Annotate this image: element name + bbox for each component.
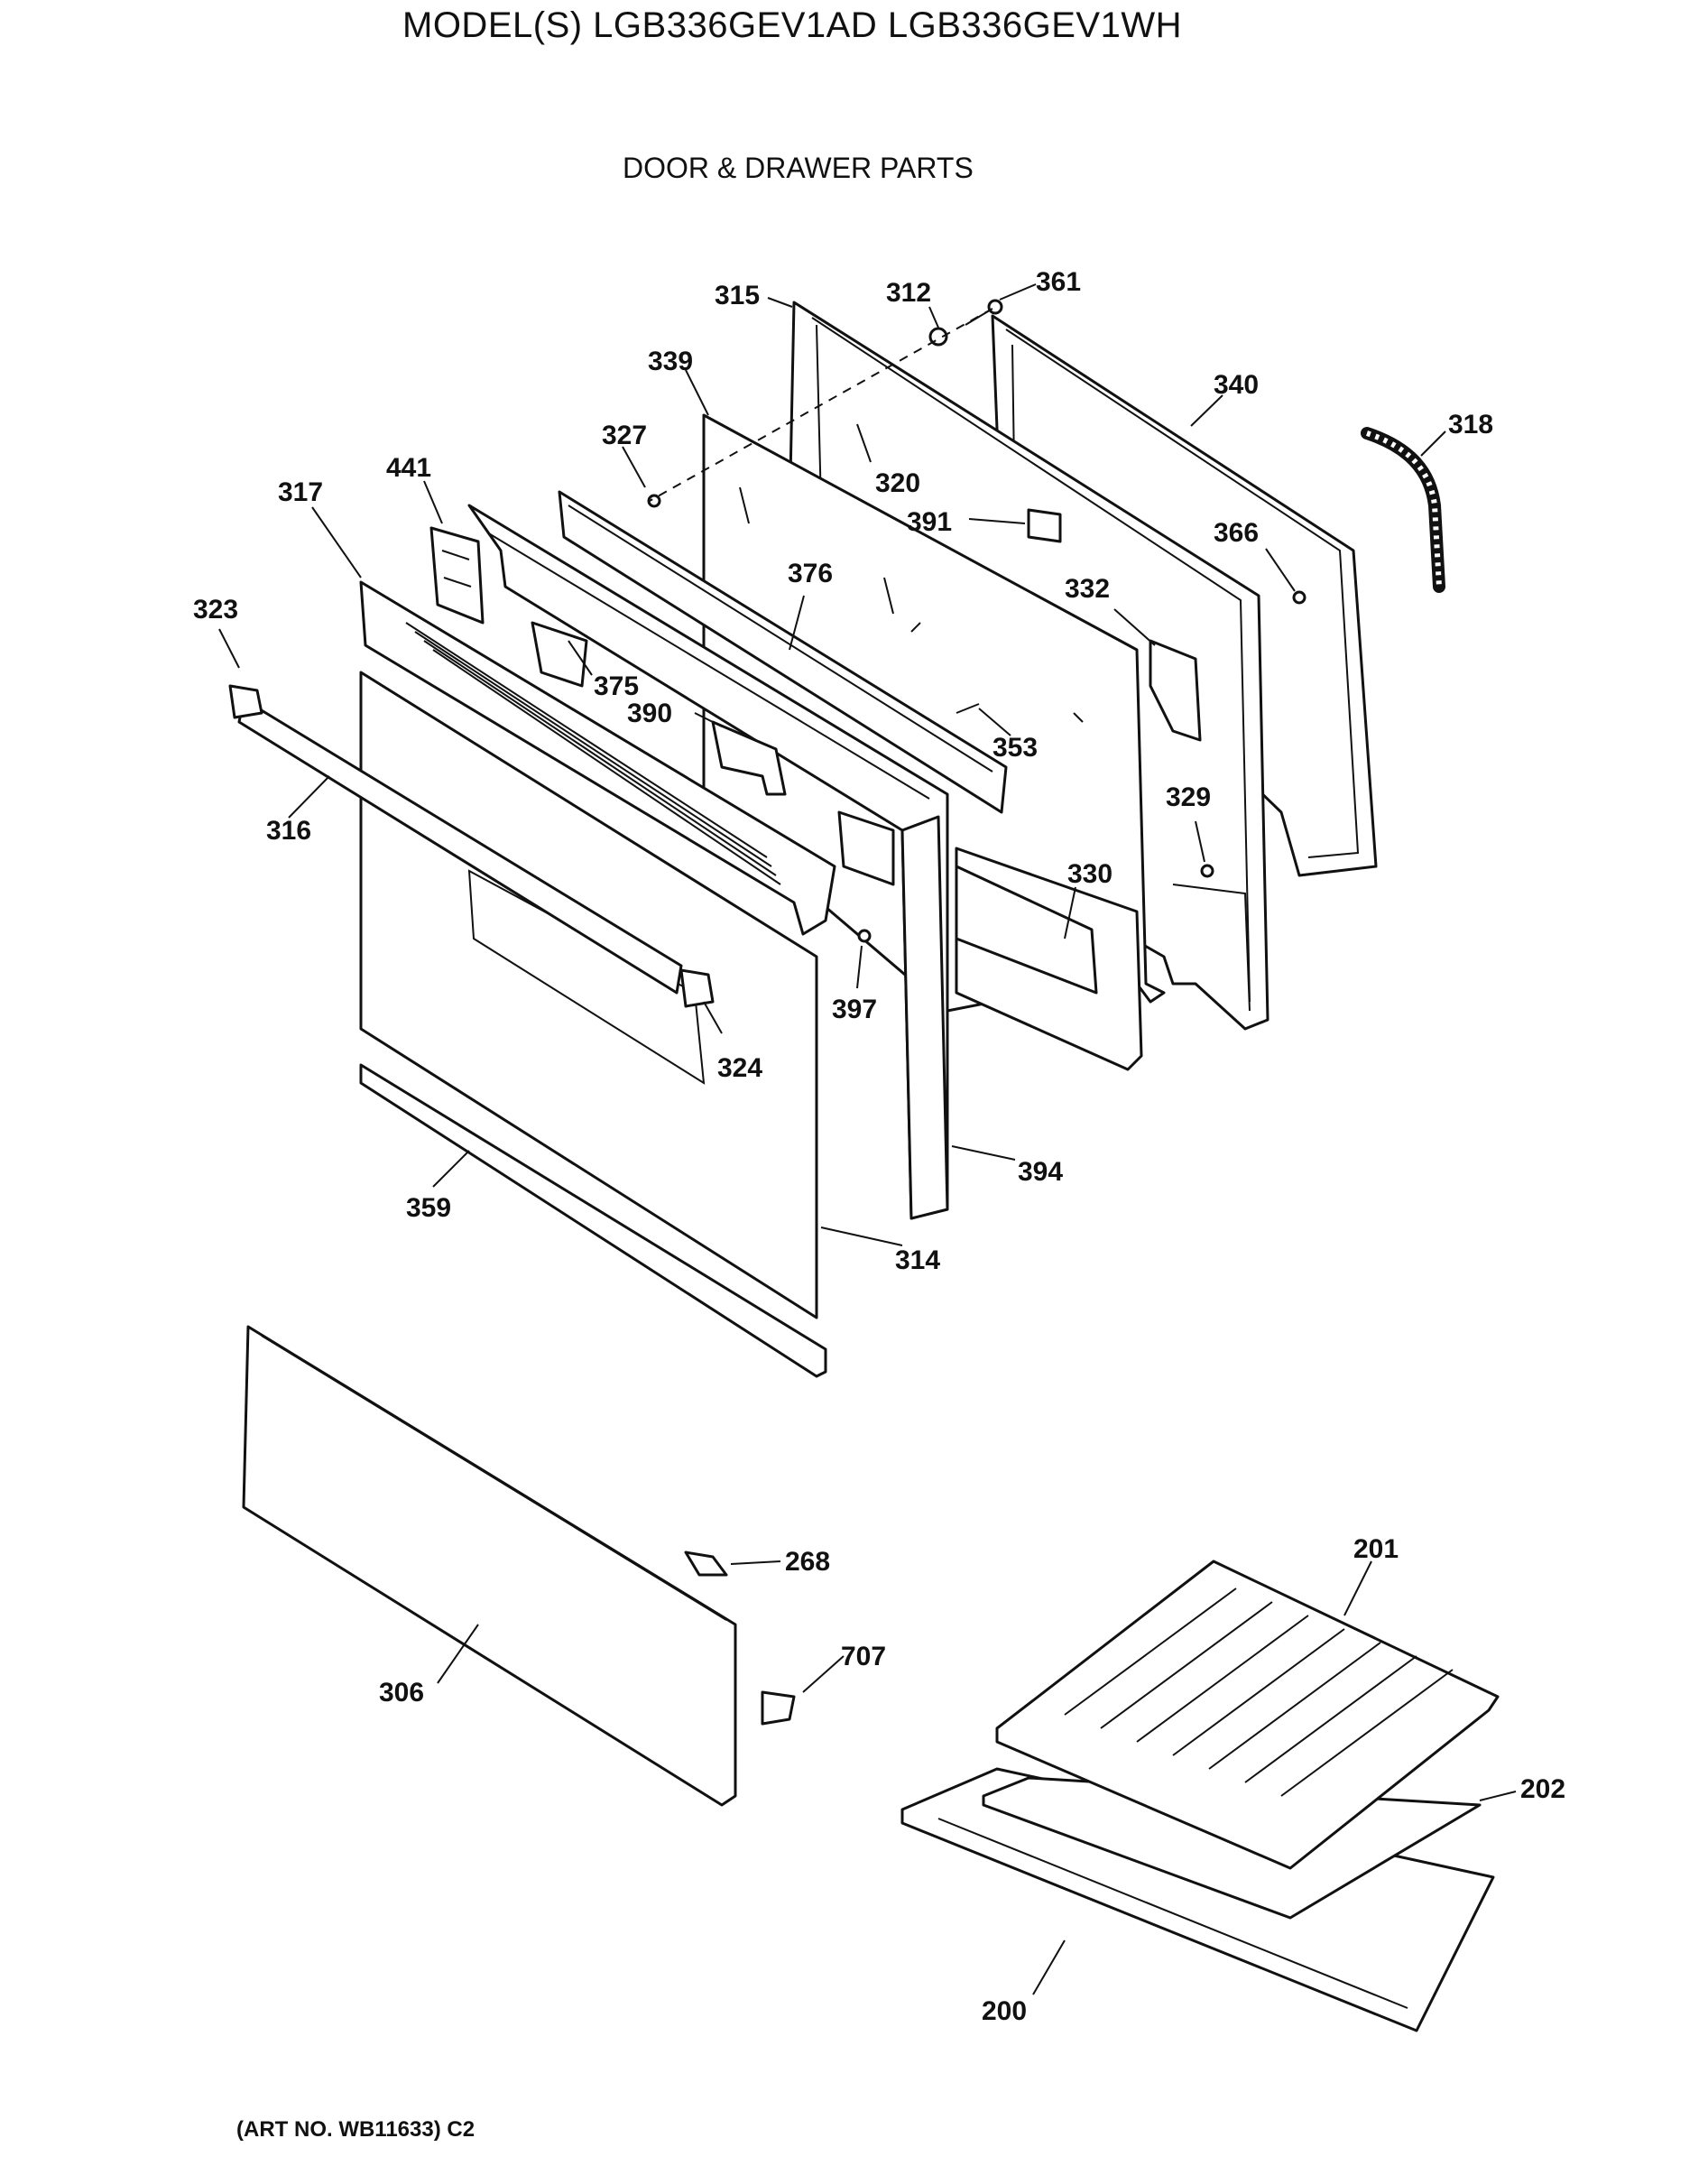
model-title: MODEL(S) LGB336GEV1AD LGB336GEV1WH bbox=[402, 5, 1182, 45]
callout-340: 340 bbox=[1214, 370, 1259, 400]
part-200-rack bbox=[900, 1767, 1495, 2032]
callout-317: 317 bbox=[278, 477, 323, 507]
callout-707: 707 bbox=[841, 1642, 886, 1671]
part-375-bracket bbox=[531, 621, 588, 688]
part-317-vent-trim bbox=[359, 580, 836, 936]
callout-329: 329 bbox=[1166, 782, 1211, 812]
part-359-bottom-trim bbox=[359, 1063, 827, 1378]
callout-339: 339 bbox=[648, 347, 693, 376]
callout-200: 200 bbox=[982, 1996, 1027, 2026]
callout-316: 316 bbox=[266, 816, 311, 846]
callout-359: 359 bbox=[406, 1193, 451, 1223]
callout-366: 366 bbox=[1214, 518, 1259, 548]
callout-361: 361 bbox=[1036, 267, 1081, 297]
section-title: DOOR & DRAWER PARTS bbox=[623, 152, 974, 184]
callout-397: 397 bbox=[832, 995, 877, 1024]
callout-391: 391 bbox=[907, 507, 952, 537]
assembly-line bbox=[649, 308, 993, 502]
part-330-lower-panel bbox=[955, 847, 1143, 1071]
part-small-fasteners bbox=[647, 299, 1306, 943]
callout-330: 330 bbox=[1067, 859, 1113, 889]
callout-324: 324 bbox=[717, 1053, 762, 1083]
callout-306: 306 bbox=[379, 1678, 424, 1708]
callout-353: 353 bbox=[992, 733, 1038, 763]
callout-376: 376 bbox=[788, 559, 833, 588]
leader-lines bbox=[218, 283, 1517, 1995]
callout-202: 202 bbox=[1520, 1774, 1565, 1804]
part-441-hinge bbox=[429, 526, 485, 625]
callout-312: 312 bbox=[886, 278, 931, 308]
part-390-bracket bbox=[711, 720, 787, 796]
callout-332: 332 bbox=[1065, 574, 1110, 604]
part-318-gasket bbox=[1361, 427, 1445, 593]
callout-375: 375 bbox=[594, 671, 639, 701]
callout-394: 394 bbox=[1018, 1157, 1063, 1187]
callout-labels: 315 312 361 339 340 318 327 320 441 317 … bbox=[193, 267, 1565, 2026]
callout-315: 315 bbox=[715, 281, 760, 310]
callout-441: 441 bbox=[386, 453, 431, 483]
part-hinge-lower bbox=[837, 810, 895, 886]
part-707-clip bbox=[761, 1690, 796, 1726]
part-306-drawer-front bbox=[242, 1325, 737, 1807]
callout-390: 390 bbox=[627, 699, 672, 728]
callout-327: 327 bbox=[602, 421, 647, 450]
part-394-door-frame bbox=[467, 504, 949, 1220]
part-201-broiler-grid bbox=[995, 1560, 1500, 1870]
part-324-endcap bbox=[679, 968, 715, 1008]
callout-318: 318 bbox=[1448, 410, 1493, 440]
callout-323: 323 bbox=[193, 595, 238, 625]
callout-268: 268 bbox=[785, 1547, 830, 1577]
callout-201: 201 bbox=[1353, 1534, 1399, 1564]
callout-314: 314 bbox=[895, 1245, 940, 1275]
art-number: (ART NO. WB11633) C2 bbox=[236, 2117, 475, 2142]
part-323-endcap bbox=[228, 684, 263, 719]
part-268-clip bbox=[684, 1550, 728, 1577]
callout-320: 320 bbox=[875, 468, 920, 498]
part-376-channel bbox=[558, 490, 1008, 814]
